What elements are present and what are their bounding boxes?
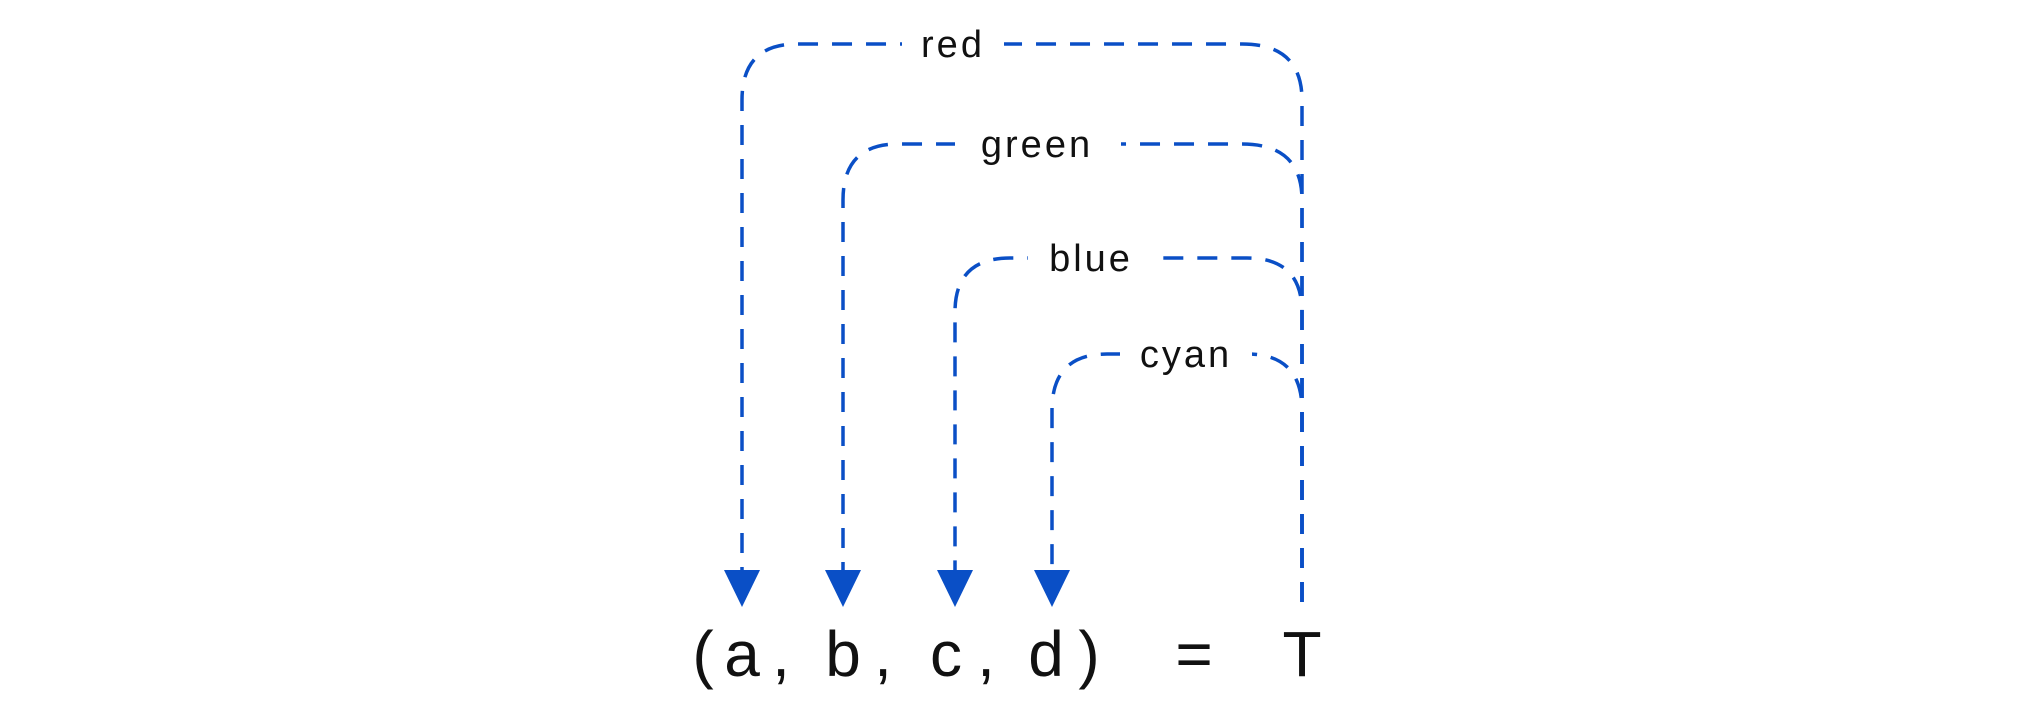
equation-close-paren: ) [1078, 618, 1099, 690]
arc-red-label: red [921, 24, 985, 66]
arrowhead-c [937, 570, 973, 607]
arc-cyan-label: cyan [1140, 334, 1232, 376]
arrowhead-d [1034, 570, 1070, 607]
arc-cyan-label-bg [1120, 332, 1252, 376]
equation-var-b: b [825, 618, 861, 690]
equation-equals-sign: = [1175, 618, 1212, 690]
arc-blue-path [953, 256, 1304, 602]
arrowhead-a [724, 570, 760, 607]
equation-comma-1: , [772, 618, 790, 690]
arc-green-label-bg [955, 122, 1121, 166]
equation-comma-2: , [874, 618, 892, 690]
arc-red: red [724, 22, 1304, 607]
arc-cyan-path [1050, 352, 1304, 602]
arc-cyan: cyan [1034, 332, 1304, 607]
equation-comma-3: , [977, 618, 995, 690]
arc-blue-label: blue [1049, 238, 1133, 280]
arc-red-label-bg [902, 22, 1004, 66]
equation-var-a: a [724, 618, 760, 690]
arc-green-label: green [981, 124, 1093, 166]
equation: ( a , b , c , d ) = T [692, 618, 1321, 690]
equation-var-d: d [1028, 618, 1064, 690]
arc-red-path [740, 42, 1304, 602]
arc-green-path [841, 142, 1304, 602]
equation-var-c: c [930, 618, 962, 690]
equation-rhs-t: T [1282, 618, 1321, 690]
arc-green: green [825, 122, 1304, 607]
arc-blue: blue [937, 236, 1304, 607]
equation-open-paren: ( [692, 618, 713, 690]
arrowhead-b [825, 570, 861, 607]
arc-blue-label-bg [1028, 236, 1156, 280]
